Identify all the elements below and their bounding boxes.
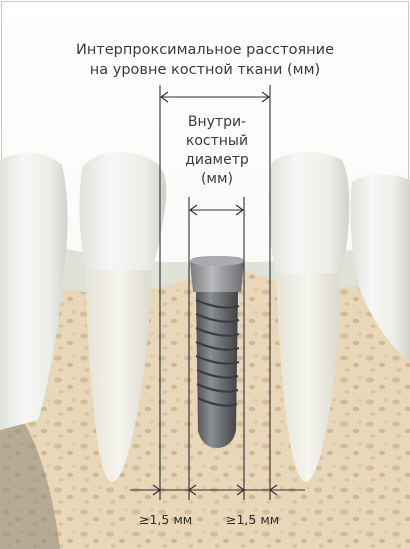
interproximal-distance-label: Интерпроксимальное расстояние на уровне … — [0, 40, 410, 80]
right-min-distance-label: ≥1,5 мм — [226, 512, 279, 527]
left-min-distance-label: ≥1,5 мм — [139, 512, 192, 527]
left-tooth-crown — [79, 152, 166, 272]
right-tooth-crown — [269, 152, 349, 275]
inner-label-line-2: костный — [170, 132, 264, 151]
inner-label-line-3: диаметр — [170, 151, 264, 170]
inner-label-line-1: Внутри- — [170, 113, 264, 132]
intraosseous-diameter-label: Внутри- костный диаметр (мм) — [170, 113, 264, 189]
title-line-2: на уровне костной ткани (мм) — [0, 60, 410, 80]
inner-label-line-4: (мм) — [170, 170, 264, 189]
title-line-1: Интерпроксимальное расстояние — [0, 40, 410, 60]
implant-top — [190, 256, 244, 266]
